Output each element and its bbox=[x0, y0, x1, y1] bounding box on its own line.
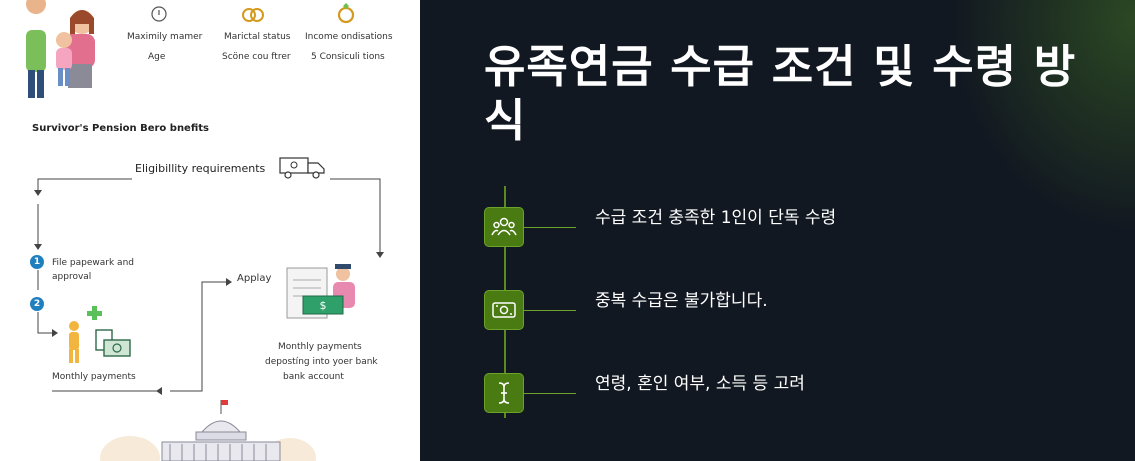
col2-bottom-label: Scöne cou ftrer bbox=[222, 52, 291, 62]
step1-text-line2: approval bbox=[52, 272, 92, 282]
truck-icon bbox=[279, 157, 325, 179]
rings-icon bbox=[242, 8, 264, 22]
infographic-heading: Survivor's Pension Bero bnefits bbox=[32, 123, 209, 134]
ring-icon bbox=[337, 3, 355, 24]
timeline-item-1-text: 수급 조건 충족한 1인이 단독 수령 bbox=[595, 208, 837, 228]
monthly-payments-left: Monthly payments bbox=[52, 372, 136, 382]
clock-icon bbox=[151, 6, 167, 22]
step-2-badge: 2 bbox=[30, 297, 44, 311]
timeline-connector-2 bbox=[524, 310, 576, 311]
text-cursor-icon bbox=[484, 373, 524, 413]
eligibility-label: Eligibillity requirements bbox=[135, 162, 266, 175]
slide-panel: 유족연금 수급 조건 및 수령 방식 수급 조건 충족한 1인이 단독 수령 bbox=[420, 0, 1135, 461]
col3-top-label: Income ondisations bbox=[305, 32, 393, 42]
timeline-item-3-text: 연령, 혼인 여부, 소득 등 고려 bbox=[595, 374, 805, 394]
money-icon bbox=[484, 290, 524, 330]
monthly-payments-right-line3: bank account bbox=[283, 372, 344, 382]
person-money-illustration bbox=[69, 306, 131, 363]
timeline-connector-1 bbox=[524, 227, 576, 228]
monthly-payments-right-line2: depostíng into yoer bank bbox=[265, 357, 378, 367]
clerk-money-illustration: $ bbox=[286, 264, 355, 319]
svg-text:$: $ bbox=[320, 299, 327, 312]
col2-top-label: Marictal status bbox=[224, 32, 291, 42]
col1-top-label: Maximily mamer bbox=[127, 32, 203, 42]
government-building-illustration bbox=[100, 400, 316, 461]
people-icon bbox=[484, 207, 524, 247]
timeline-item-2-text: 중복 수급은 불가합니다. bbox=[595, 291, 768, 311]
flow-arrows bbox=[34, 178, 384, 395]
timeline-connector-3 bbox=[524, 393, 576, 394]
slide-title: 유족연금 수급 조건 및 수령 방식 bbox=[484, 40, 1077, 147]
family-illustration bbox=[26, 0, 95, 98]
infographic-panel: Maximily mamer Age Marictal status Scöne… bbox=[0, 0, 420, 461]
col1-bottom-label: Age bbox=[148, 52, 166, 62]
step-1-badge: 1 bbox=[30, 255, 44, 269]
col3-bottom-label: 5 Consiculi tions bbox=[311, 52, 385, 62]
step1-text-line1: File papewark and bbox=[52, 258, 134, 268]
apply-label: Applay bbox=[237, 273, 272, 284]
monthly-payments-right-line1: Monthly payments bbox=[278, 342, 362, 352]
